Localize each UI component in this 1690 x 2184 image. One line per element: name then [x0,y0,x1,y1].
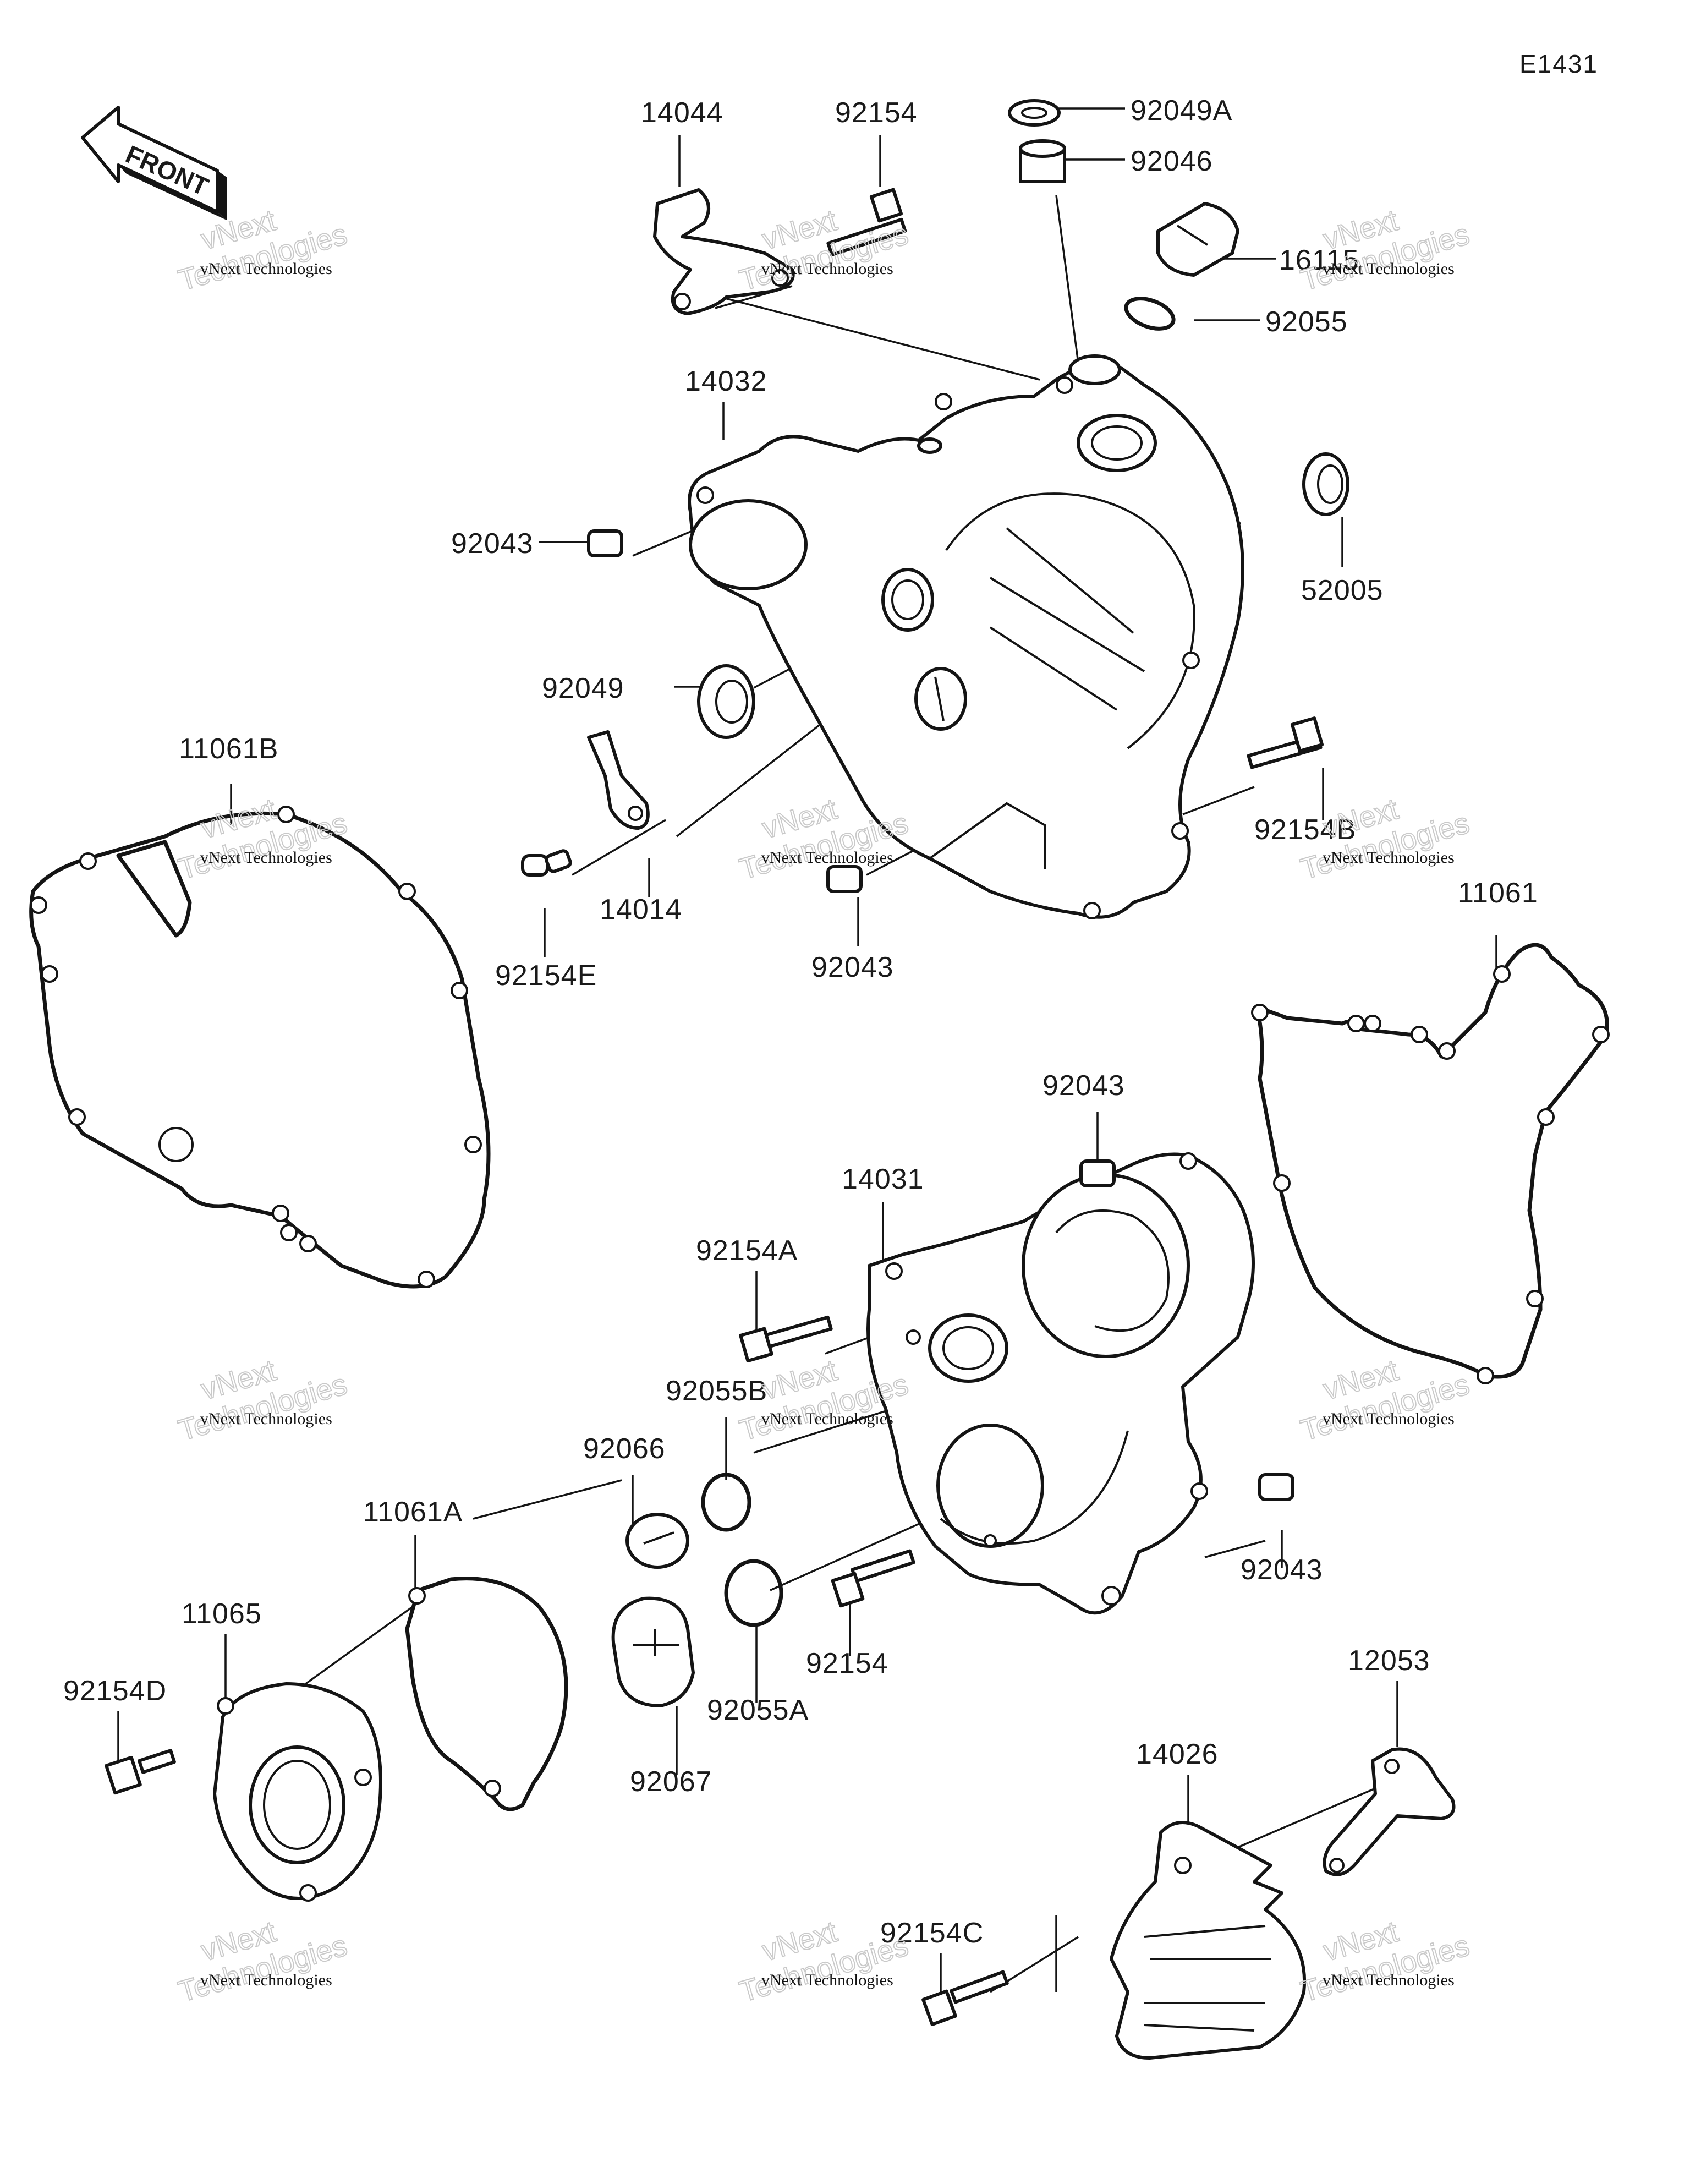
bracket-12053 [1323,1747,1456,1876]
label-14026: 14026 [1136,1738,1219,1770]
dowel-92043-a [587,529,623,557]
plug-92067 [611,1596,695,1707]
gasket-11061B [29,806,491,1289]
watermark-company-10: vNext Technologies [200,1971,332,1989]
plug-92066 [625,1513,689,1569]
label-14031: 14031 [842,1163,924,1195]
bolt-92154-lower [831,1549,915,1608]
cover-14032 [688,354,1244,919]
watermark-company-2: vNext Technologies [761,260,893,278]
watermark-9: vNext Technologies vNext Technologies [1297,1353,1474,1448]
dowel-92043-d [1258,1473,1294,1501]
bearing-92046 [1019,139,1066,183]
label-92067: 92067 [630,1766,712,1798]
bolt-92154B [1247,716,1324,769]
watermark-company-4: vNext Technologies [200,849,332,867]
cap-16115 [1156,202,1239,277]
label-16115: 16115 [1279,244,1359,276]
cover-11065 [213,1682,382,1902]
watermark-7: vNext Technologies vNext Technologies [174,1353,352,1448]
label-92049: 92049 [542,672,624,704]
label-92154D: 92154D [63,1675,167,1707]
bolt-92154D [105,1749,176,1795]
watermark-company-1: vNext Technologies [200,260,332,278]
label-92154: 92154 [806,1647,888,1679]
label-92055A: 92055A [707,1694,809,1726]
diagram-reference-code: E1431 [1519,50,1598,78]
watermark-company-6: vNext Technologies [1323,849,1455,867]
watermark-company-11: vNext Technologies [761,1971,893,1989]
label-92055: 92055 [1265,306,1348,338]
seal-52005 [1302,452,1349,516]
gasket-11061A [405,1577,568,1811]
label-14032: 14032 [685,365,767,397]
label-92055B: 92055B [666,1375,767,1407]
label-92066: 92066 [583,1433,666,1465]
label-92154B: 92154B [1254,814,1356,846]
watermark-1: vNext Technologies vNext Technologies [174,203,352,298]
dowel-92043-c [1079,1159,1116,1187]
bolt-92154E [521,849,572,877]
label-92154E: 92154E [495,960,597,992]
label-92043-b: 92043 [811,951,894,983]
watermark-company-3: vNext Technologies [1323,260,1455,278]
label-92043-c: 92043 [1042,1070,1125,1102]
gasket-11061 [1251,943,1610,1384]
watermark-4: vNext Technologies vNext Technologies [174,792,352,886]
watermark-12: vNext Technologies vNext Technologies [1297,1914,1474,2009]
bracket-14014 [587,730,650,830]
dowel-92043-b [826,865,863,893]
bolt-92154-top [826,188,907,257]
guard-14026 [1110,1821,1307,2060]
label-11061: 11061 [1458,877,1538,909]
label-92154A: 92154A [696,1235,798,1267]
label-11061A: 11061A [363,1496,463,1528]
watermark-company-7: vNext Technologies [200,1410,332,1428]
label-52005: 52005 [1301,574,1384,606]
label-11061B: 11061B [179,733,278,765]
watermark-company-8: vNext Technologies [761,1410,893,1428]
front-arrow-icon: FRONT [81,106,227,220]
watermark-company-9: vNext Technologies [1323,1410,1455,1428]
watermark-10: vNext Technologies vNext Technologies [174,1914,352,2009]
cover-14031 [866,1152,1255,1615]
oring-92055 [1124,297,1176,331]
watermark-company-12: vNext Technologies [1323,1971,1455,1989]
oring-92055B [701,1473,751,1532]
oring-92055A [724,1559,783,1627]
bolt-92154C [921,1970,1009,2027]
part-labels: 14044 92154 92049A 92046 16115 92055 140… [63,95,1538,1949]
label-92046: 92046 [1131,145,1213,177]
bracket-14044 [653,188,795,315]
label-12053: 12053 [1348,1645,1430,1677]
watermark-company-5: vNext Technologies [761,849,893,867]
bolt-92154A [739,1315,833,1363]
label-92049A: 92049A [1131,95,1232,127]
label-92043-d: 92043 [1241,1554,1323,1586]
label-11065: 11065 [182,1598,262,1630]
seal-92049A [1008,99,1061,127]
label-92043-a: 92043 [451,528,534,560]
label-92154C: 92154C [880,1917,984,1949]
label-14044: 14044 [641,97,723,129]
label-92154-top: 92154 [835,97,918,129]
seal-92049 [697,664,755,739]
label-14014: 14014 [600,894,682,926]
